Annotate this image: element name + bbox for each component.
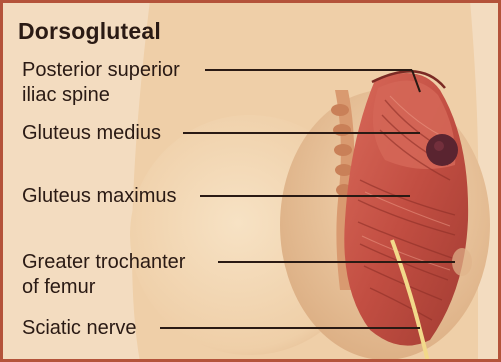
label-greater-trochanter-line2: of femur — [22, 275, 95, 299]
label-sciatic-nerve: Sciatic nerve — [22, 316, 137, 340]
injection-site-highlight — [434, 141, 444, 151]
label-gluteus-medius: Gluteus medius — [22, 121, 161, 145]
label-gluteus-maximus: Gluteus maximus — [22, 184, 177, 208]
label-greater-trochanter-line1: Greater trochanter — [22, 250, 185, 274]
label-posterior-superior-line2: iliac spine — [22, 83, 110, 107]
label-posterior-superior-line1: Posterior superior — [22, 58, 180, 82]
diagram-title: Dorsogluteal — [18, 18, 161, 45]
